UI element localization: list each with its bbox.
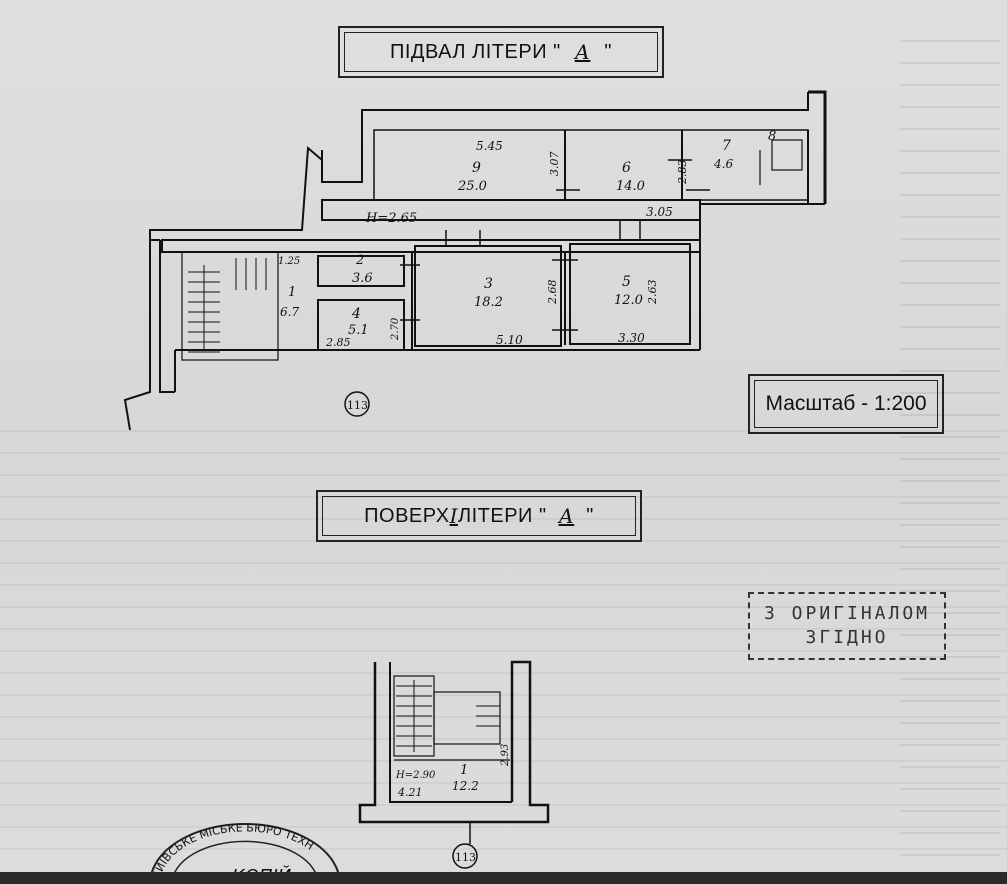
basement-plan: [123, 90, 827, 431]
room-3-area: 18.2: [474, 295, 503, 310]
basement-title: ПІДВАЛ ЛІТЕРИ " А ": [338, 26, 664, 78]
basement-labels: 5.45 9 25.0 3.07 6 14.0 2.83 7 4.6 8 H=2…: [278, 129, 776, 412]
room-7-number: 7: [722, 138, 731, 154]
room-2-number: 2: [355, 253, 364, 268]
room-5-number: 5: [622, 274, 631, 290]
floor1-title-suffix: ": [586, 504, 594, 527]
dim-270: 2.70: [390, 317, 401, 341]
dim-283: 2.83: [676, 160, 689, 186]
scale-label: Масштаб - 1:200: [765, 392, 927, 415]
dim-125: 1.25: [278, 256, 300, 267]
dim-268: 2.68: [546, 280, 559, 306]
room-3-number: 3: [484, 276, 493, 292]
room-6-area: 14.0: [616, 179, 645, 194]
stamp-line-1: З ОРИГІНАЛОМ: [763, 603, 931, 624]
dim-263: 2.63: [646, 280, 659, 306]
dim-293: 2.93: [500, 744, 511, 767]
room-1-number: 1: [288, 285, 296, 300]
dim-305: 3.05: [646, 205, 673, 219]
room-8-number: 8: [768, 129, 776, 144]
room-7-area: 4.6: [713, 157, 733, 171]
building-number-circle-basement: [344, 391, 370, 417]
height-floor1: H=2.90: [395, 770, 436, 781]
building-number-floor1: 113: [455, 851, 476, 864]
dim-330: 3.30: [618, 331, 645, 345]
floor1-room-1-area: 12.2: [452, 779, 479, 793]
scanner-edge: [0, 872, 1007, 884]
room-9-number: 9: [472, 160, 481, 176]
room-9-area: 25.0: [457, 179, 487, 194]
floor1-title-numeral: І: [449, 504, 458, 528]
dim-421: 4.21: [397, 786, 423, 799]
height-basement: H=2.65: [365, 211, 417, 226]
dim-510: 5.10: [496, 333, 523, 347]
certified-copy-stamp: З ОРИГІНАЛОМ ЗГІДНО: [748, 592, 946, 660]
room-2-area: 3.6: [352, 271, 373, 286]
room-4-number: 4: [351, 306, 361, 322]
floor1-title-middle: ЛІТЕРИ ": [457, 504, 547, 527]
basement-title-suffix: ": [604, 40, 612, 63]
stamp-line-2: ЗГІДНО: [805, 627, 889, 648]
bleed-through-text-lower: [0, 430, 1007, 850]
dim-545: 5.45: [476, 139, 503, 153]
room-5-area: 12.0: [614, 293, 643, 308]
room-1-area: 6.7: [280, 305, 299, 319]
basement-title-prefix: ПІДВАЛ ЛІТЕРИ ": [390, 40, 561, 63]
room-6-number: 6: [622, 160, 631, 176]
dim-285: 2.85: [325, 336, 351, 349]
scale-box: Масштаб - 1:200: [748, 374, 944, 434]
room-4-area: 5.1: [348, 323, 369, 338]
bleed-through-text: [900, 40, 1000, 860]
floor1-title: ПОВЕРХ І ЛІТЕРИ " А ": [316, 490, 642, 542]
floor1-title-prefix: ПОВЕРХ: [364, 504, 450, 527]
building-number-circle-floor1: [452, 843, 478, 869]
building-number-basement: 113: [347, 399, 368, 412]
floor1-plan: [358, 660, 550, 869]
dim-307: 3.07: [548, 152, 561, 177]
floor1-room-1-number: 1: [460, 763, 468, 778]
basement-title-letter: А: [574, 40, 591, 64]
floor1-labels: H=2.90 1 12.2 4.21 2.93 113: [395, 744, 511, 864]
floor1-title-letter: А: [558, 504, 575, 528]
